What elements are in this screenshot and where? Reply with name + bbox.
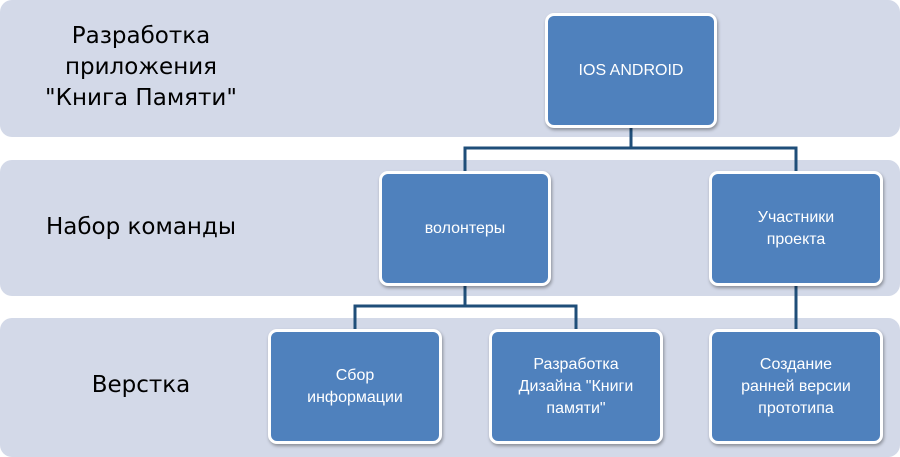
connector-volunteers-design — [465, 304, 578, 329]
row-band-app — [0, 0, 900, 137]
node-volunteers: волонтеры — [379, 171, 551, 286]
connector-volunteers-info — [353, 286, 467, 329]
node-early-prototype: Создание ранней версии прототипа — [709, 329, 883, 444]
connector-root-volunteers — [463, 128, 633, 171]
row-label-app: Разработка приложения "Книга Памяти" — [45, 23, 237, 111]
node-ios-android: IOS ANDROID — [545, 13, 717, 128]
node-information-gathering: Сбор информации — [268, 329, 442, 444]
connector-root-participants — [631, 146, 798, 171]
row-label-team: Набор команды — [45, 214, 237, 240]
row-label-layout: Верстка — [91, 372, 191, 398]
node-design-development: Разработка Дизайна "Книги памяти" — [489, 329, 663, 444]
node-project-participants: Участники проекта — [709, 171, 883, 286]
